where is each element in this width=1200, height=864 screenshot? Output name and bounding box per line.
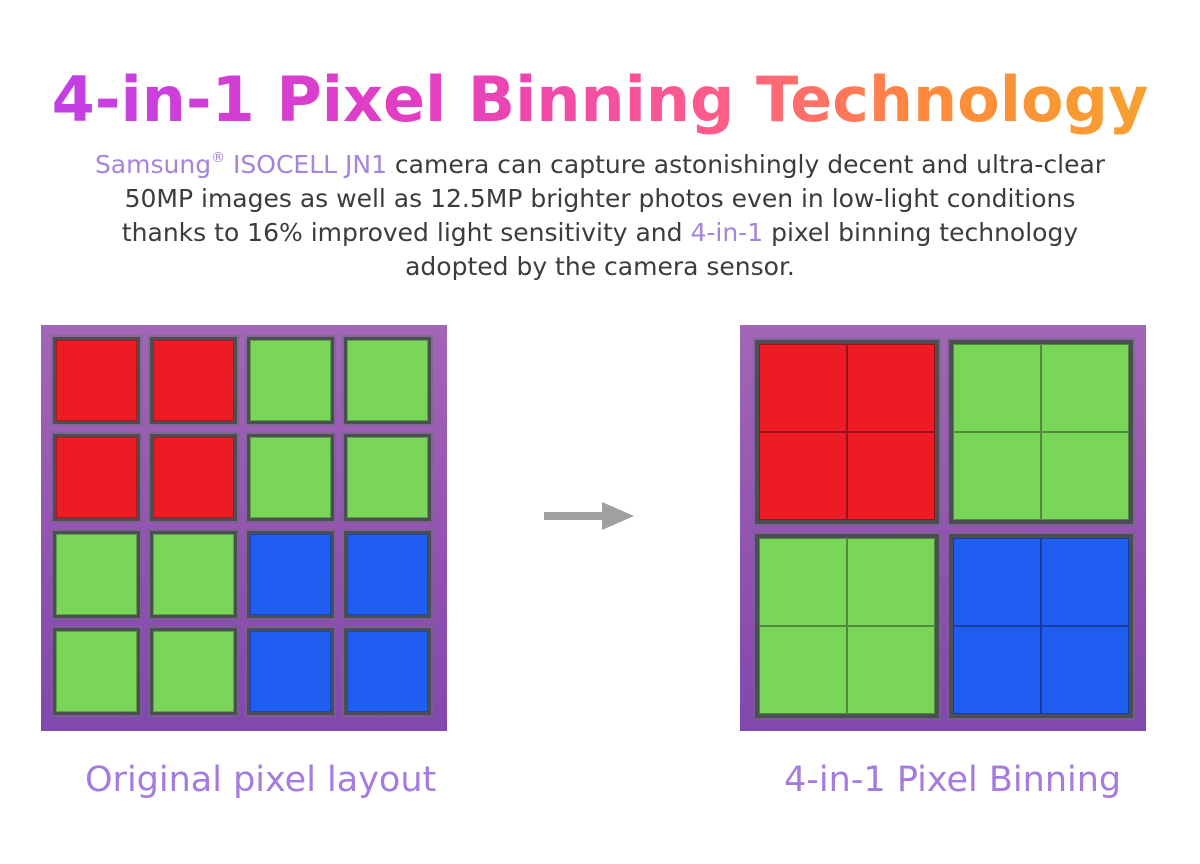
sub-pixel [847, 344, 935, 432]
pixel-blue [344, 531, 431, 618]
sub-pixel [847, 538, 935, 626]
sub-pixel [953, 432, 1041, 520]
sub-pixel [759, 626, 847, 714]
registered-mark: ® [211, 150, 226, 166]
pixel-green [344, 337, 431, 424]
original-pixel-board [41, 325, 447, 731]
pixel-green [53, 628, 140, 715]
pixel-green [344, 434, 431, 521]
sub-pixel [847, 432, 935, 520]
pixel-red [53, 337, 140, 424]
page-title: 4-in-1 Pixel Binning Technology [0, 60, 1200, 140]
binned-pixel-board [740, 325, 1146, 731]
pixel-blue [247, 531, 334, 618]
desc-line2: 50MP images as well as 12.5MP brighter p… [124, 184, 1076, 213]
sub-pixel [759, 344, 847, 432]
sub-pixel [953, 626, 1041, 714]
pixel-red [150, 434, 237, 521]
brand-name: Samsung [94, 150, 212, 179]
pixel-green [150, 628, 237, 715]
right-arrow-icon [544, 502, 634, 530]
caption-binned: 4-in-1 Pixel Binning [784, 760, 1122, 800]
desc-line4: adopted by the camera sensor. [405, 252, 795, 281]
binned-pixel-green [755, 534, 939, 718]
sensor-name: ISOCELL JN1 [225, 150, 387, 179]
desc-line3a: thanks to 16% improved light sensitivity… [121, 218, 691, 247]
sub-pixel [847, 626, 935, 714]
pixel-green [53, 531, 140, 618]
desc-highlight-4in1: 4-in-1 [690, 218, 764, 247]
pixel-green [150, 531, 237, 618]
sub-pixel [953, 538, 1041, 626]
sub-pixel [953, 344, 1041, 432]
sub-pixel [1041, 432, 1129, 520]
pixel-blue [344, 628, 431, 715]
caption-original: Original pixel layout [85, 760, 437, 800]
desc-line3b: pixel binning technology [763, 218, 1079, 247]
pixel-red [150, 337, 237, 424]
pixel-blue [247, 628, 334, 715]
title-text: 4-in-1 Pixel Binning Technology [51, 63, 1149, 136]
sub-pixel [759, 538, 847, 626]
description: Samsung® ISOCELL JN1 camera can capture … [60, 148, 1140, 284]
pixel-green [247, 434, 334, 521]
binned-pixel-red [755, 340, 939, 524]
pixel-green [247, 337, 334, 424]
sub-pixel [1041, 626, 1129, 714]
desc-line1: camera can capture astonishingly decent … [386, 150, 1106, 179]
sub-pixel [759, 432, 847, 520]
sub-pixel [1041, 344, 1129, 432]
pixel-red [53, 434, 140, 521]
binned-pixel-blue [949, 534, 1133, 718]
sub-pixel [1041, 538, 1129, 626]
binned-pixel-green [949, 340, 1133, 524]
